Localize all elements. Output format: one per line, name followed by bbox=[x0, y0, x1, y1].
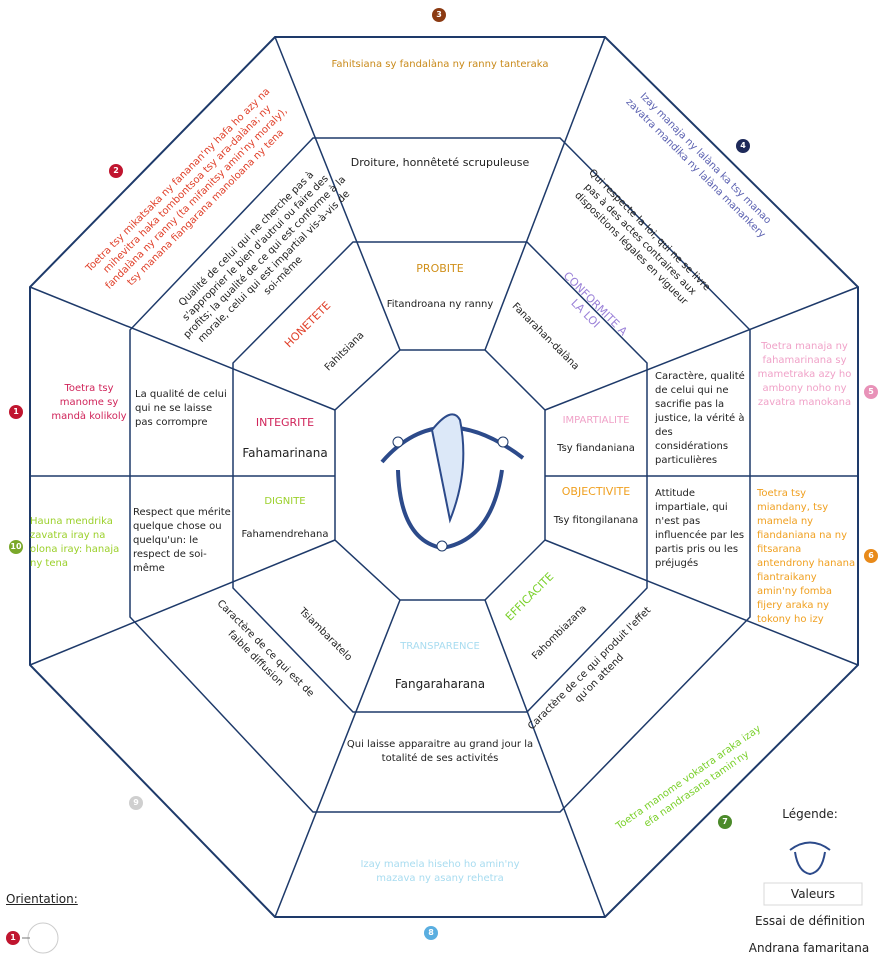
marker-3: 3 bbox=[432, 8, 446, 22]
definition-bottom: Qui laisse apparaitre au grand jour la t… bbox=[346, 739, 534, 764]
value-dignite-title: DIGNITE bbox=[264, 496, 306, 507]
definition-left-upper: La qualité de celui qui ne se laisse pas… bbox=[135, 389, 227, 428]
zone-right-upper-text: Toetra manaja ny fahamarinana sy mametra… bbox=[757, 341, 852, 408]
orientation-marker: 1 bbox=[6, 931, 20, 945]
legend-item-malagasy: Andrana famaritana bbox=[748, 941, 870, 955]
legend-item-values: Valeurs bbox=[790, 887, 836, 901]
value-impartialite-word: Tsy fiandaniana bbox=[557, 443, 635, 454]
value-transparence-word: Fangaraharana bbox=[394, 677, 486, 691]
value-impartialite-title: IMPARTIALITE bbox=[562, 415, 630, 426]
marker-6: 6 bbox=[864, 549, 878, 563]
legend-title: Légende: bbox=[782, 807, 838, 821]
marker-4: 4 bbox=[736, 139, 750, 153]
value-probite-word: Fitandroana ny ranny bbox=[386, 299, 494, 310]
definition-top: Droiture, honnêteté scrupuleuse bbox=[350, 156, 530, 169]
zone-left-lower-text: Hauna mendrika zavatra iray na olona ira… bbox=[30, 516, 120, 569]
orientation-label: Orientation: bbox=[6, 892, 78, 906]
legend-box bbox=[763, 882, 863, 906]
value-objectivite-title: OBJECTIVITE bbox=[561, 485, 631, 498]
legend-item-definition: Essai de définition bbox=[755, 914, 865, 928]
zone-top-text: Fahitsiana sy fandalàna ny ranny tantera… bbox=[331, 59, 549, 70]
value-dignite-word: Fahamendrehana bbox=[241, 529, 329, 540]
zone-bottom-text: Izay mamela hiseho ho amin'ny mazava ny … bbox=[360, 859, 520, 884]
marker-10: 10 bbox=[9, 540, 23, 554]
value-transparence-title: TRANSPARENCE bbox=[400, 641, 480, 652]
zone-left-upper-text: Toetra tsy manome sy mandà kolikoly bbox=[51, 383, 127, 422]
definition-left-lower: Respect que mérite quelque chose ou quel… bbox=[133, 507, 231, 574]
value-probite-title: PROBITE bbox=[416, 262, 464, 275]
marker-2: 2 bbox=[109, 164, 123, 178]
definition-right-lower: Attitude impartiale, qui n'est pas influ… bbox=[655, 488, 745, 569]
marker-9: 9 bbox=[129, 796, 143, 810]
definition-right-upper: Caractère, qualité de celui qui ne sacri… bbox=[655, 371, 745, 466]
value-integrite-title: INTEGRITE bbox=[255, 416, 315, 429]
marker-7: 7 bbox=[718, 815, 732, 829]
marker-8: 8 bbox=[424, 926, 438, 940]
marker-1: 1 bbox=[9, 405, 23, 419]
radial-lines bbox=[29, 36, 859, 918]
legend-emblem-icon bbox=[789, 841, 831, 876]
marker-5: 5 bbox=[864, 385, 878, 399]
value-integrite-word: Fahamarinana bbox=[242, 446, 328, 460]
zone-right-lower-text: Toetra tsy miandany, tsy mamela ny fiand… bbox=[757, 488, 856, 625]
middle-octagon bbox=[129, 137, 751, 813]
value-objectivite-word: Tsy fitongilanana bbox=[553, 515, 639, 526]
orientation-dial-icon bbox=[27, 922, 59, 954]
